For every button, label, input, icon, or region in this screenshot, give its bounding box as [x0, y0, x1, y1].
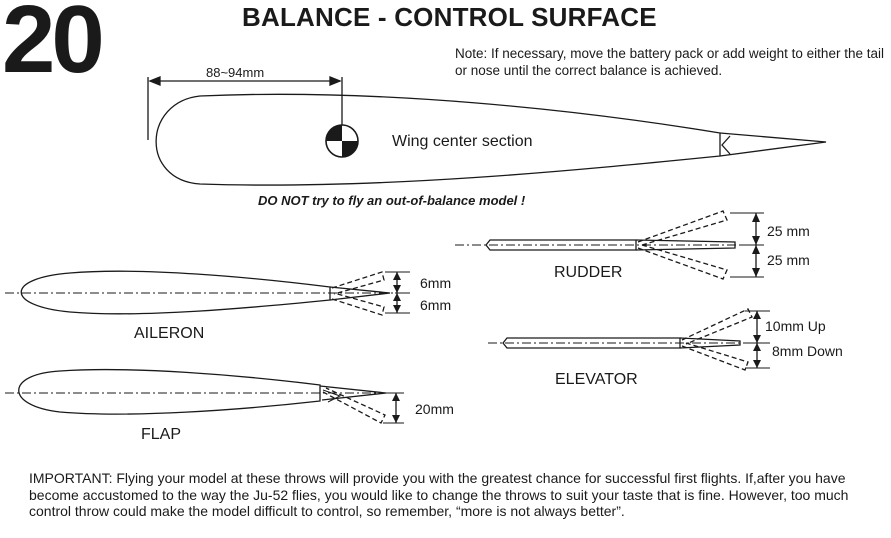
- aileron-throw-up: 6mm: [420, 275, 451, 291]
- flap-label: FLAP: [141, 426, 181, 443]
- elevator-surface-deflected-up: [681, 308, 753, 345]
- aileron-surface-deflected-up: [331, 271, 385, 295]
- flap-diagram: 20mm FLAP: [5, 368, 454, 443]
- elevator-throw-up: 10mm Up: [765, 318, 826, 334]
- elevator-surface-deflected-down: [681, 342, 749, 371]
- wing-airfoil-outline: [155, 93, 721, 186]
- cg-arrow-left: [148, 76, 161, 86]
- wing-trailing-tip: [719, 132, 827, 157]
- elevator-stabilizer: [502, 337, 681, 349]
- rudder-surface-deflected-up: [637, 210, 728, 246]
- rudder-surface-neutral: [635, 239, 736, 251]
- cg-range-label: 88~94mm: [206, 65, 264, 80]
- elevator-surface-neutral: [679, 337, 741, 349]
- rudder-throw-down: 25 mm: [767, 252, 810, 268]
- balance-warning: DO NOT try to fly an out-of-balance mode…: [258, 193, 526, 208]
- balance-note: Note: If necessary, move the battery pac…: [455, 46, 884, 78]
- important-notice: IMPORTANT: Flying your model at these th…: [29, 470, 849, 519]
- cg-arrow-right: [329, 76, 342, 86]
- cg-marker-icon: [325, 124, 359, 158]
- rudder-diagram: 25 mm 25 mm RUDDER: [455, 210, 810, 281]
- elevator-dim-arrows: [753, 311, 761, 368]
- flap-surface-neutral: [319, 385, 387, 401]
- rudder-throw-up: 25 mm: [767, 223, 810, 239]
- wing-center-section: 88~94mm Wing center section: [147, 65, 827, 186]
- rudder-label: RUDDER: [554, 264, 622, 281]
- step-number: 20: [2, 0, 105, 93]
- aileron-label: AILERON: [134, 325, 204, 342]
- rudder-surface-deflected-down: [637, 244, 728, 280]
- flap-throw-down: 20mm: [415, 401, 454, 417]
- aileron-surface-deflected-down: [331, 292, 385, 316]
- flap-hinge-detail: [322, 389, 342, 403]
- elevator-diagram: 10mm Up 8mm Down ELEVATOR: [488, 308, 843, 388]
- wing-section-label: Wing center section: [392, 133, 533, 150]
- elevator-throw-down: 8mm Down: [772, 343, 843, 359]
- flap-dim-arrows: [392, 393, 400, 423]
- flap-airfoil-outline: [18, 368, 321, 415]
- flap-surface-deflected-down: [322, 387, 386, 424]
- aileron-diagram: 6mm 6mm AILERON: [5, 270, 451, 342]
- aileron-throw-down: 6mm: [420, 297, 451, 313]
- rudder-dim-arrows: [752, 213, 760, 277]
- aileron-airfoil-outline: [20, 270, 331, 315]
- rudder-fin: [485, 239, 637, 251]
- aileron-dim-arrows: [393, 272, 401, 313]
- aileron-surface-neutral: [329, 286, 391, 301]
- page-title: BALANCE - CONTROL SURFACE: [242, 2, 657, 32]
- elevator-label: ELEVATOR: [555, 371, 638, 388]
